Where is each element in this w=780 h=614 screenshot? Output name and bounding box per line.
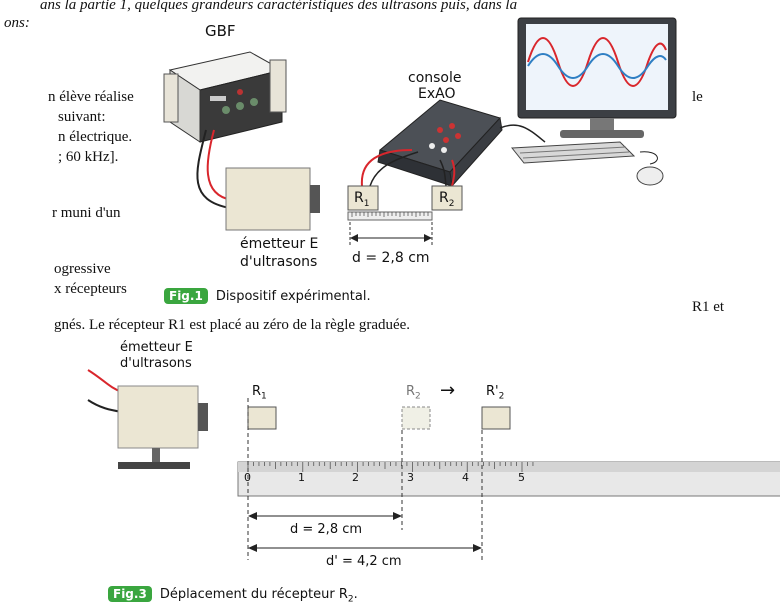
emitter-label-1-fig3: émetteur E bbox=[120, 340, 193, 355]
receiver-r2p bbox=[481, 406, 511, 430]
distance-arrow-dprime bbox=[248, 544, 482, 552]
left-text-6: ogressive bbox=[54, 261, 111, 277]
r2prime-label: R'2 bbox=[486, 384, 505, 402]
left-text-5: r muni d'un bbox=[52, 205, 121, 221]
ruler-label-4: 4 bbox=[462, 471, 469, 484]
left-text-2: suivant: bbox=[58, 109, 106, 125]
ruler-label-3: 3 bbox=[407, 471, 414, 484]
emitter-label-1-fig1: émetteur E bbox=[240, 236, 319, 252]
distance-label-fig1: d = 2,8 cm bbox=[352, 250, 430, 266]
left-text-3: n électrique. bbox=[58, 129, 133, 145]
right-text-r1et: R1 et bbox=[692, 299, 725, 315]
distance-label-dprime: d' = 4,2 cm bbox=[326, 554, 402, 569]
ruler-fig3 bbox=[237, 461, 780, 497]
keyboard bbox=[511, 141, 636, 164]
move-arrow-icon: → bbox=[440, 380, 456, 401]
emitter-e-fig1 bbox=[225, 167, 320, 231]
receiver-r2-fig1 bbox=[431, 185, 463, 211]
r2-label-fig1: R2 bbox=[439, 190, 455, 209]
left-text-4: ; 60 kHz]. bbox=[58, 149, 119, 165]
distance-label-d: d = 2,8 cm bbox=[290, 522, 363, 537]
ruler-label-2: 2 bbox=[352, 471, 359, 484]
receiver-r1-fig1 bbox=[347, 185, 379, 211]
computer-monitor bbox=[517, 17, 677, 138]
gbf-generator bbox=[163, 51, 287, 143]
fig3-badge: Fig.3 bbox=[108, 586, 152, 602]
left-text-1: n élève réalise bbox=[48, 89, 134, 105]
ruler-label-5: 5 bbox=[518, 471, 525, 484]
intro-line-1: ans la partie 1, quelques grandeurs cara… bbox=[40, 0, 518, 13]
left-text-7: x récepteurs bbox=[54, 281, 127, 297]
gbf-label: GBF bbox=[205, 22, 236, 40]
r1-label-fig1: R1 bbox=[354, 190, 370, 209]
mouse-icon bbox=[636, 166, 664, 186]
fig1-badge: Fig.1 bbox=[164, 288, 208, 304]
rule-fig1 bbox=[347, 211, 433, 221]
distance-arrow-d bbox=[248, 512, 402, 520]
distance-arrow-fig1 bbox=[350, 234, 432, 242]
console-label-1: console bbox=[408, 70, 462, 86]
receiver-r1-fig3 bbox=[247, 406, 277, 430]
receiver-r2-ghost bbox=[401, 406, 431, 430]
ruler-label-1: 1 bbox=[298, 471, 305, 484]
r2-label-fig3: R2 bbox=[406, 384, 421, 402]
emitter-label-2-fig3: d'ultrasons bbox=[120, 356, 192, 371]
intro-line-2: ons: bbox=[4, 15, 30, 31]
bottom-text-line: gnés. Le récepteur R1 est placé au zéro … bbox=[54, 317, 411, 333]
emitter-e-fig3 bbox=[117, 385, 208, 469]
r1-label-fig3: R1 bbox=[252, 384, 267, 402]
right-text-le: le bbox=[692, 89, 703, 105]
console-label-2: ExAO bbox=[418, 86, 456, 102]
ruler-label-0: 0 bbox=[244, 471, 251, 484]
emitter-label-2-fig1: d'ultrasons bbox=[240, 254, 318, 270]
